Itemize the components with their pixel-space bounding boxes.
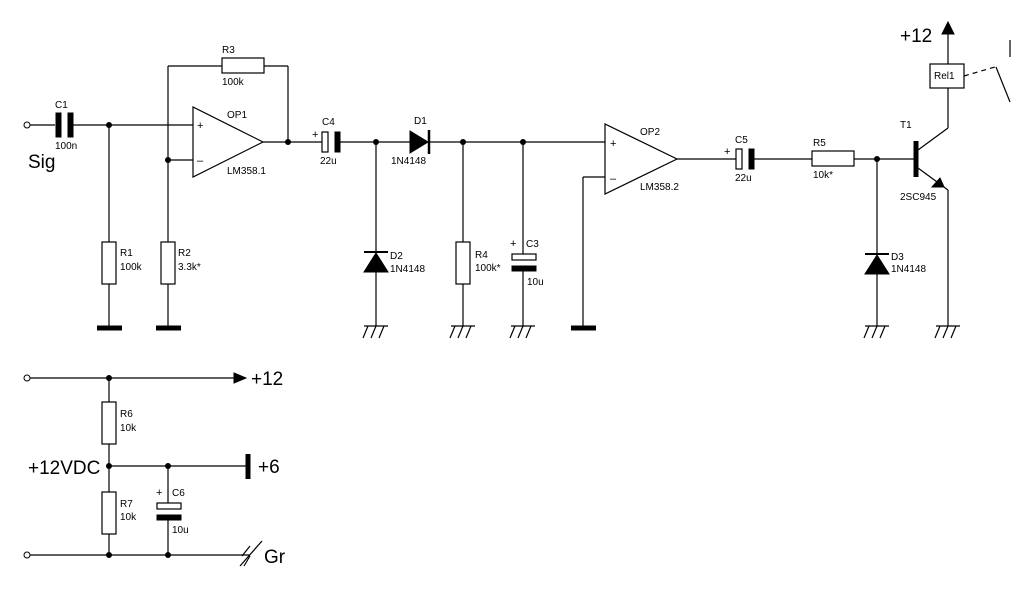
r6-value: 10k [120,423,137,434]
c3-ref: C3 [526,239,539,250]
resistor-r7: R7 10k [101,491,137,555]
op2-part: LM358.2 [640,182,679,193]
capacitor-c3: + C3 10u [510,142,544,326]
svg-text:+: + [510,238,516,250]
signal-input-terminal: Sig [23,121,55,173]
relay-rel1: Rel1 [929,40,1011,103]
r1-value: 100k [120,262,143,273]
op2-ref: OP2 [640,127,660,138]
resistor-r1: R1 100k [97,125,143,331]
ground-symbol [509,325,535,339]
sig-label: Sig [28,152,55,173]
r7-ref: R7 [120,499,133,510]
capacitor-c4: + C4 22u [312,117,341,167]
supply-arrow-up: +12 [900,20,955,47]
c1-ref: C1 [55,100,68,111]
svg-text:–: – [197,155,204,167]
svg-text:+: + [156,487,162,499]
rel1-ref: Rel1 [934,71,955,82]
t1-part: 2SC945 [900,192,937,203]
plus12-supply-label: +12 [251,369,283,390]
svg-text:+: + [197,120,203,132]
r3-ref: R3 [222,45,235,56]
plus12vdc-label: +12VDC [28,458,100,479]
r1-ref: R1 [120,248,133,259]
ground-symbol [362,325,388,339]
svg-text:+: + [724,146,730,158]
r7-value: 10k [120,512,137,523]
diode-d2: D2 1N4148 [363,142,425,326]
diode-d3: D3 1N4148 [864,159,926,326]
r3-value: 100k [222,77,245,88]
resistor-r3: R3 100k [221,45,265,88]
r5-ref: R5 [813,138,826,149]
resistor-r6: R6 10k [101,378,137,492]
c6-value: 10u [172,525,189,536]
d1-ref: D1 [414,116,427,127]
r4-value: 100k* [475,263,501,274]
c6-ref: C6 [172,488,185,499]
transistor-t1: T1 2SC945 [900,120,949,203]
capacitor-c1: C1 100n [55,100,77,152]
gr-label: Gr [264,547,286,568]
c4-ref: C4 [322,117,335,128]
t1-ref: T1 [900,120,912,131]
resistor-r5: R5 10k* [811,138,855,181]
power-input-terminal: +12 [23,369,283,390]
svg-text:+: + [312,129,318,141]
r6-ref: R6 [120,409,133,420]
c5-value: 22u [735,173,752,184]
resistor-r4: R4 100k* [455,142,501,326]
op1-part: LM358.1 [227,166,266,177]
svg-text:–: – [610,173,617,185]
d3-ref: D3 [891,252,904,263]
c1-value: 100n [55,141,77,152]
plus6-label: +6 [258,457,280,478]
c5-ref: C5 [735,135,748,146]
r2-value: 3.3k* [178,262,201,273]
opamp-op2: + – OP2 LM358.2 [604,123,679,195]
plus12-top-label: +12 [900,26,932,47]
d1-part: 1N4148 [391,156,426,167]
r2-ref: R2 [178,248,191,259]
c3-value: 10u [527,277,544,288]
op1-ref: OP1 [227,110,247,121]
diode-d1: D1 1N4148 [391,116,431,167]
r4-ref: R4 [475,250,488,261]
capacitor-c6: + C6 10u [156,466,189,555]
ground-rail: Gr [23,540,286,568]
opamp-op1: + – OP1 LM358.1 [192,106,266,178]
svg-text:+: + [610,138,616,150]
ground-symbol [449,325,475,339]
resistor-r2: R2 3.3k* [156,241,201,331]
c4-value: 22u [320,156,337,167]
d2-ref: D2 [390,251,403,262]
ground-symbol [863,325,889,339]
r5-value: 10k* [813,170,833,181]
d2-part: 1N4148 [390,264,425,275]
d3-part: 1N4148 [891,264,926,275]
ground-symbol [934,325,960,339]
